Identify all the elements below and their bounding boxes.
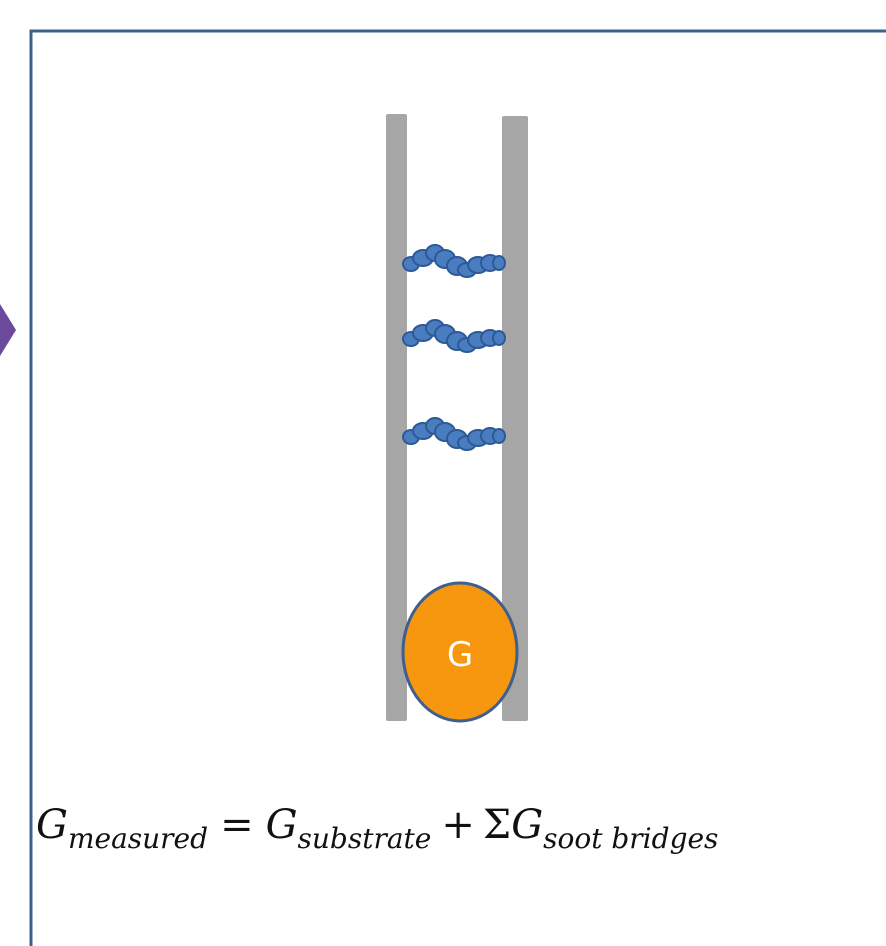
- gauge-label: G: [447, 635, 473, 675]
- soot-bridges: [402, 244, 506, 451]
- term1-subscript: substrate: [298, 822, 432, 855]
- right-electrode: [502, 116, 528, 721]
- lhs-subscript: measured: [68, 822, 208, 855]
- left-electrode: [386, 114, 407, 721]
- plus-sign: +: [441, 802, 475, 848]
- term2-symbol: G: [511, 802, 543, 848]
- soot-bridge: [402, 244, 506, 278]
- equation: Gmeasured=Gsubstrate+ΣGsoot bridges: [36, 802, 718, 855]
- frame-border: [29, 29, 886, 946]
- soot-bridge: [402, 319, 506, 353]
- lhs-symbol: G: [36, 802, 68, 848]
- gauge-circle: [401, 581, 519, 723]
- soot-particle: [492, 428, 506, 444]
- soot-particle: [492, 255, 506, 271]
- term2-subscript: soot bridges: [543, 822, 718, 855]
- conductance-gauge: G: [401, 581, 519, 723]
- equals-sign: =: [220, 802, 254, 848]
- term1-symbol: G: [266, 802, 298, 848]
- sum-symbol: Σ: [483, 802, 511, 848]
- arrow-tip-icon: [0, 304, 16, 356]
- soot-particle: [492, 330, 506, 346]
- soot-bridge: [402, 417, 506, 451]
